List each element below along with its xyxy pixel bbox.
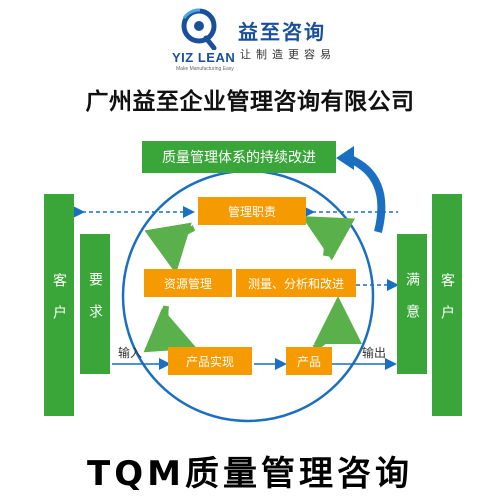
logo-text: YIZ LEAN <box>172 50 236 65</box>
product-box: 产品 <box>286 347 332 375</box>
satisfaction-column: 满意 <box>397 234 427 374</box>
brand-name: 益至咨询 <box>238 20 326 44</box>
logo-icon <box>181 8 217 50</box>
cycle-arrow-2 <box>143 305 198 353</box>
resource-management-box: 资源管理 <box>144 269 232 297</box>
improvement-arrow <box>346 154 386 233</box>
output-label: 输出 <box>362 346 387 360</box>
management-responsibility-box: 管理职责 <box>198 197 306 225</box>
input-label: 输入 <box>118 346 143 360</box>
cycle-arrow-3 <box>312 296 362 351</box>
page-title: TQM质量管理咨询 <box>87 454 413 494</box>
measurement-analysis-box: 测量、分析和改进 <box>236 269 356 297</box>
cycle-arrow-4 <box>301 216 356 261</box>
brand-slogan: 让制造更容易 <box>240 48 336 61</box>
continuous-improvement-box: 质量管理体系的持续改进 <box>142 141 336 173</box>
customer-right-column: 客户 <box>432 194 462 416</box>
cycle-arrow-1 <box>144 222 196 274</box>
logo-tagline: Make Manufacturing Easy <box>176 66 234 72</box>
company-name: 广州益至企业管理咨询有限公司 <box>85 89 415 115</box>
product-realization-box: 产品实现 <box>168 347 252 375</box>
customer-left-column: 客户 <box>44 194 74 416</box>
requirement-column: 要求 <box>80 234 110 374</box>
